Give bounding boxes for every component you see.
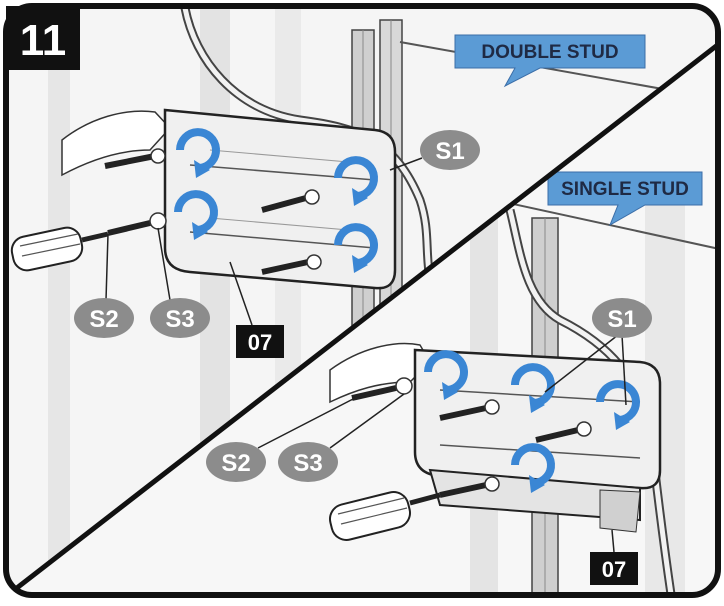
leader-line-s3 bbox=[157, 227, 171, 301]
single-stud-banner: SINGLE STUD bbox=[547, 171, 703, 227]
diagram-frame bbox=[3, 3, 721, 598]
callout-s2-bottom: S2 bbox=[206, 442, 266, 482]
svg-text:07: 07 bbox=[248, 330, 272, 355]
part-tag-07-top: 07 bbox=[236, 325, 284, 358]
leader-line-07 bbox=[611, 529, 615, 553]
rotation-arrow-icon bbox=[424, 350, 468, 400]
leader-line-07 bbox=[229, 261, 253, 326]
screw-icon bbox=[261, 254, 322, 275]
leader-line-s1 bbox=[389, 157, 423, 171]
svg-text:07: 07 bbox=[602, 557, 626, 582]
rotation-arrow-icon bbox=[174, 190, 218, 240]
rotation-arrow-icon bbox=[596, 380, 640, 430]
callout-s1-top: S1 bbox=[420, 130, 480, 170]
callout-s2-top: S2 bbox=[74, 298, 134, 338]
screwdriver-icon bbox=[329, 491, 441, 541]
screw-icon bbox=[104, 148, 166, 169]
screwdriver-icon bbox=[10, 226, 109, 272]
screw-icon bbox=[107, 220, 151, 236]
leader-line-s1 bbox=[621, 334, 627, 406]
screw-icon bbox=[439, 476, 500, 498]
double-stud-banner: DOUBLE STUD bbox=[454, 34, 646, 88]
rotation-arrow-icon bbox=[511, 363, 555, 413]
washer-icon bbox=[149, 212, 167, 230]
step-number: 11 bbox=[20, 16, 67, 65]
callout-s1-bottom: S1 bbox=[592, 298, 652, 338]
svg-text:S3: S3 bbox=[293, 450, 322, 477]
svg-text:S1: S1 bbox=[607, 306, 636, 333]
svg-text:S2: S2 bbox=[221, 450, 250, 477]
screw-icon bbox=[535, 421, 592, 443]
wall-board bbox=[48, 6, 70, 595]
leader-line-s3 bbox=[329, 393, 405, 449]
leader-line-s2 bbox=[105, 233, 109, 301]
wall-bracket-bottom bbox=[413, 348, 662, 522]
leader-line-s1 bbox=[544, 334, 619, 393]
screw-icon bbox=[439, 399, 500, 421]
callout-s3-bottom: S3 bbox=[278, 442, 338, 482]
single-stud-label: SINGLE STUD bbox=[561, 179, 689, 200]
leader-line-s2 bbox=[257, 397, 356, 449]
screw-icon bbox=[261, 189, 320, 213]
double-stud-label: DOUBLE STUD bbox=[481, 42, 618, 63]
part-07-plate bbox=[599, 489, 641, 533]
part-tag-07-bottom: 07 bbox=[590, 552, 638, 585]
svg-text:S1: S1 bbox=[435, 138, 464, 165]
svg-text:S3: S3 bbox=[165, 306, 194, 333]
svg-text:S2: S2 bbox=[89, 306, 118, 333]
rotation-arrow-icon bbox=[176, 128, 220, 178]
callout-s3-top: S3 bbox=[150, 298, 210, 338]
panel-divider bbox=[6, 38, 718, 595]
step-number-badge: 11 bbox=[6, 6, 80, 70]
rotation-arrow-icon bbox=[511, 443, 555, 493]
rotation-arrow-icon bbox=[334, 156, 378, 206]
rotation-arrow-icon bbox=[334, 223, 378, 273]
